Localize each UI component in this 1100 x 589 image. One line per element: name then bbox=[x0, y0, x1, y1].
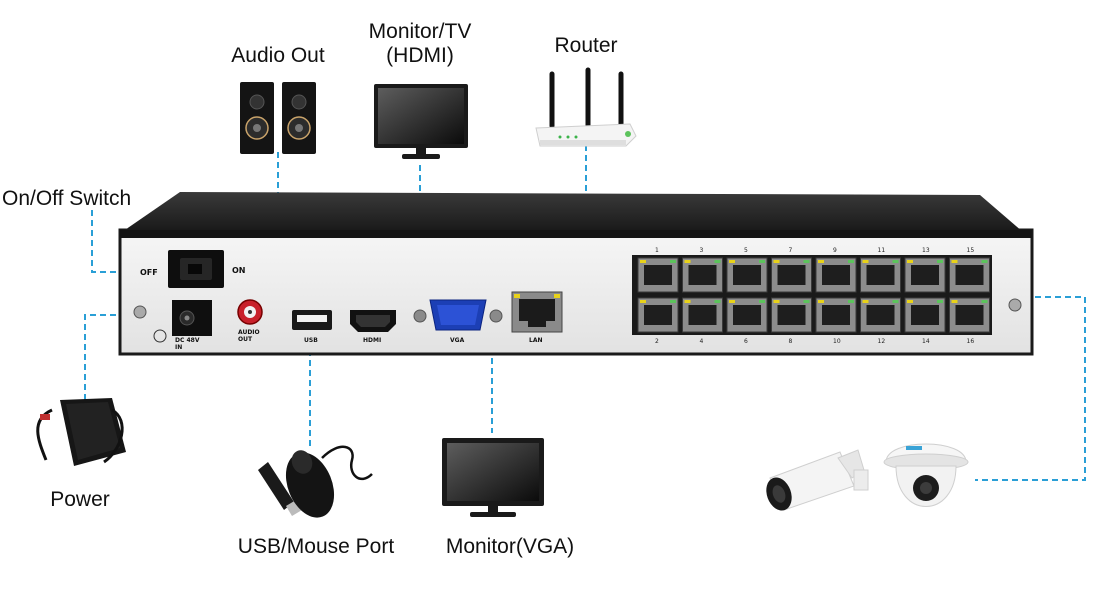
poe-port-number: 10 bbox=[833, 338, 841, 345]
poe-port-number: 1 bbox=[655, 247, 659, 254]
poe-ports-bottom bbox=[637, 297, 990, 333]
poe-port-number: 12 bbox=[878, 338, 886, 345]
dc-power-jack[interactable] bbox=[172, 300, 212, 336]
poe-port-number: 4 bbox=[700, 338, 704, 345]
lan-port-label: LAN bbox=[529, 337, 543, 344]
router-icon bbox=[535, 67, 637, 147]
power-label: Power bbox=[50, 488, 110, 511]
switch-off-label: OFF bbox=[140, 268, 158, 277]
monitor-hdmi-label: Monitor/TV (HDMI) bbox=[368, 20, 472, 68]
power-switch[interactable] bbox=[168, 250, 224, 288]
poe-port-number: 7 bbox=[789, 247, 793, 254]
poe-port-6[interactable] bbox=[726, 297, 768, 333]
poe-port-14[interactable] bbox=[904, 297, 946, 333]
vga-port-label: VGA bbox=[450, 337, 465, 344]
usb-port[interactable] bbox=[292, 310, 332, 330]
poe-port-number: 13 bbox=[922, 247, 930, 254]
hdmi-port[interactable] bbox=[350, 310, 396, 332]
poe-port-3[interactable] bbox=[682, 257, 723, 293]
poe-port-number: 2 bbox=[655, 338, 659, 345]
poe-port-number: 16 bbox=[967, 338, 975, 345]
monitor-vga-label: Monitor(VGA) bbox=[445, 535, 575, 558]
poe-port-12[interactable] bbox=[860, 297, 901, 333]
poe-port-13[interactable] bbox=[904, 257, 946, 293]
poe-port-number: 3 bbox=[700, 247, 704, 254]
poe-port-1[interactable] bbox=[637, 257, 679, 293]
lan-port[interactable] bbox=[511, 291, 563, 333]
on-off-switch-label: On/Off Switch bbox=[2, 187, 132, 210]
poe-port-7[interactable] bbox=[771, 257, 812, 293]
poe-port-number: 11 bbox=[878, 247, 886, 254]
poe-port-16[interactable] bbox=[949, 297, 990, 333]
switch-on-label: ON bbox=[232, 266, 246, 275]
poe-port-9[interactable] bbox=[815, 257, 857, 293]
usb-mouse-icon bbox=[258, 445, 373, 518]
poe-port-2[interactable] bbox=[637, 297, 679, 333]
poe-port-number: 9 bbox=[833, 247, 837, 254]
poe-port-number: 8 bbox=[789, 338, 793, 345]
line-power bbox=[84, 314, 180, 400]
hdmi-port-label: HDMI bbox=[363, 337, 381, 344]
poe-port-15[interactable] bbox=[949, 257, 990, 293]
poe-port-number: 15 bbox=[967, 247, 975, 254]
poe-ports-top bbox=[637, 257, 990, 293]
poe-port-10[interactable] bbox=[815, 297, 857, 333]
vga-port[interactable] bbox=[413, 299, 503, 331]
poe-port-4[interactable] bbox=[682, 297, 723, 333]
poe-port-11[interactable] bbox=[860, 257, 901, 293]
dome-camera-icon bbox=[883, 443, 969, 507]
poe-port-number: 5 bbox=[744, 247, 748, 254]
router-label: Router bbox=[554, 34, 618, 57]
poe-port-number: 14 bbox=[922, 338, 930, 345]
poe-port-8[interactable] bbox=[771, 297, 812, 333]
usb-port-label: USB bbox=[304, 337, 318, 344]
audio-out-label: Audio Out bbox=[231, 44, 325, 67]
monitor-hdmi-icon bbox=[374, 84, 468, 159]
bullet-camera-icon bbox=[766, 449, 869, 511]
line-cameras bbox=[975, 296, 1086, 481]
poe-bottom-numbers: 2 4 6 8 10 12 14 16 bbox=[655, 338, 974, 345]
line-on-off-switch bbox=[91, 210, 145, 273]
audio-out-jack[interactable] bbox=[237, 299, 263, 325]
speakers-icon bbox=[240, 82, 316, 154]
power-adapter-icon bbox=[36, 398, 126, 466]
poe-port-5[interactable] bbox=[726, 257, 768, 293]
poe-port-number: 6 bbox=[744, 338, 748, 345]
monitor-vga-icon bbox=[442, 438, 544, 517]
usb-mouse-port-label: USB/Mouse Port bbox=[237, 535, 395, 558]
